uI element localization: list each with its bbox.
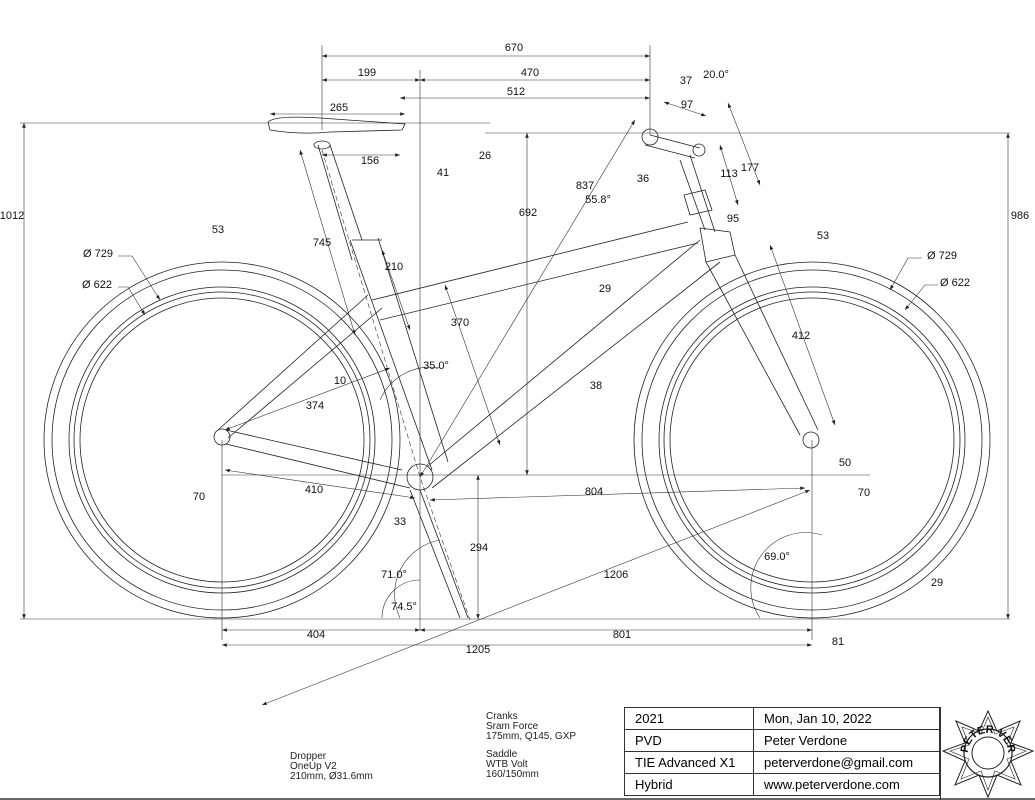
note-line: Sram Force — [486, 721, 539, 732]
dim-29-top: 29 — [599, 283, 611, 295]
dim-729-rear: Ø 729 — [83, 248, 113, 260]
dim-1012: 1012 — [0, 210, 24, 222]
note-line: OneUp V2 — [290, 761, 337, 772]
dim-81: 81 — [832, 636, 844, 648]
dim-71deg: 71.0° — [381, 569, 407, 581]
dim-370: 370 — [451, 317, 469, 329]
dim-177: 177 — [741, 162, 759, 174]
model-name: TIE Advanced X1 — [624, 751, 754, 774]
dim-37: 37 — [680, 75, 692, 87]
dim-74-5deg: 74.5° — [391, 601, 417, 613]
email: peterverdone@gmail.com — [753, 751, 940, 774]
website: www.peterverdone.com — [753, 773, 940, 796]
dimension-lines — [22, 54, 1010, 706]
dim-692: 692 — [519, 207, 537, 219]
reference-lines — [20, 45, 1010, 640]
dim-210: 210 — [385, 261, 403, 273]
note-line: 160/150mm — [486, 769, 539, 780]
model-type: Hybrid — [624, 773, 754, 796]
dim-410: 410 — [305, 484, 323, 496]
dim-729-front: Ø 729 — [927, 250, 957, 262]
dim-20deg: 20.0° — [703, 69, 729, 81]
dim-36: 36 — [637, 173, 649, 185]
dim-745: 745 — [313, 237, 331, 249]
note-line: 210mm, Ø31.6mm — [290, 771, 373, 782]
dim-404: 404 — [307, 629, 325, 641]
dim-374: 374 — [306, 400, 324, 412]
dim-50: 50 — [839, 457, 851, 469]
dim-837: 837 — [576, 180, 594, 192]
dimension-labels: 670 199 470 512 265 156 41 26 37 20.0° 9… — [0, 42, 1029, 656]
dim-53-rear: 53 — [212, 224, 224, 236]
dim-622-rear: Ø 622 — [82, 279, 112, 291]
designer-code: PVD — [624, 729, 754, 752]
dim-10: 10 — [334, 375, 346, 387]
year: 2021 — [624, 707, 754, 730]
dim-470: 470 — [521, 67, 539, 79]
designer-name: Peter Verdone — [753, 729, 940, 752]
dim-1205: 1205 — [466, 644, 490, 656]
dim-113: 113 — [720, 168, 738, 180]
dim-70-front: 70 — [858, 487, 870, 499]
dim-35deg: 35.0° — [423, 360, 449, 372]
dim-53-front: 53 — [817, 230, 829, 242]
dim-69deg: 69.0° — [764, 551, 790, 563]
dim-29-bottom: 29 — [931, 577, 943, 589]
note-line: Cranks — [486, 711, 518, 722]
note-line: WTB Volt — [486, 759, 528, 770]
dim-70-rear: 70 — [193, 491, 205, 503]
dim-38: 38 — [590, 380, 602, 392]
dim-801: 801 — [613, 629, 631, 641]
dim-55-8deg: 55.8° — [585, 194, 611, 206]
svg-text:PETER VERDONE DESIGNS: PETER VERDONE DESIGNS — [941, 707, 1017, 754]
dim-412: 412 — [792, 330, 810, 342]
note-line: Dropper — [290, 751, 327, 762]
dim-95: 95 — [727, 213, 739, 225]
star-badge-icon: PETER VERDONE DESIGNS — [941, 707, 1035, 799]
designer-badge-logo: PETER VERDONE DESIGNS — [940, 707, 1035, 800]
dim-199: 199 — [358, 67, 376, 79]
dim-97: 97 — [681, 99, 693, 111]
note-line: Saddle — [486, 749, 518, 760]
dim-33: 33 — [394, 516, 406, 528]
dropper-note: Dropper OneUp V2 210mm, Ø31.6mm — [290, 752, 373, 782]
dim-26: 26 — [479, 150, 491, 162]
frame — [217, 116, 819, 621]
dim-156: 156 — [361, 155, 379, 167]
dim-986: 986 — [1011, 210, 1029, 222]
dim-294: 294 — [470, 542, 488, 554]
dim-41: 41 — [437, 167, 449, 179]
dim-804: 804 — [585, 486, 603, 498]
dim-265: 265 — [330, 102, 348, 114]
note-line: 175mm, Q145, GXP — [486, 731, 577, 742]
date: Mon, Jan 10, 2022 — [753, 707, 940, 730]
saddle-note: Saddle WTB Volt 160/150mm — [486, 750, 539, 780]
cranks-note: Cranks Sram Force 175mm, Q145, GXP — [486, 712, 576, 742]
dim-670: 670 — [505, 42, 523, 54]
dim-512: 512 — [507, 86, 525, 98]
dim-622-front: Ø 622 — [940, 277, 970, 289]
dim-1206: 1206 — [604, 569, 628, 581]
